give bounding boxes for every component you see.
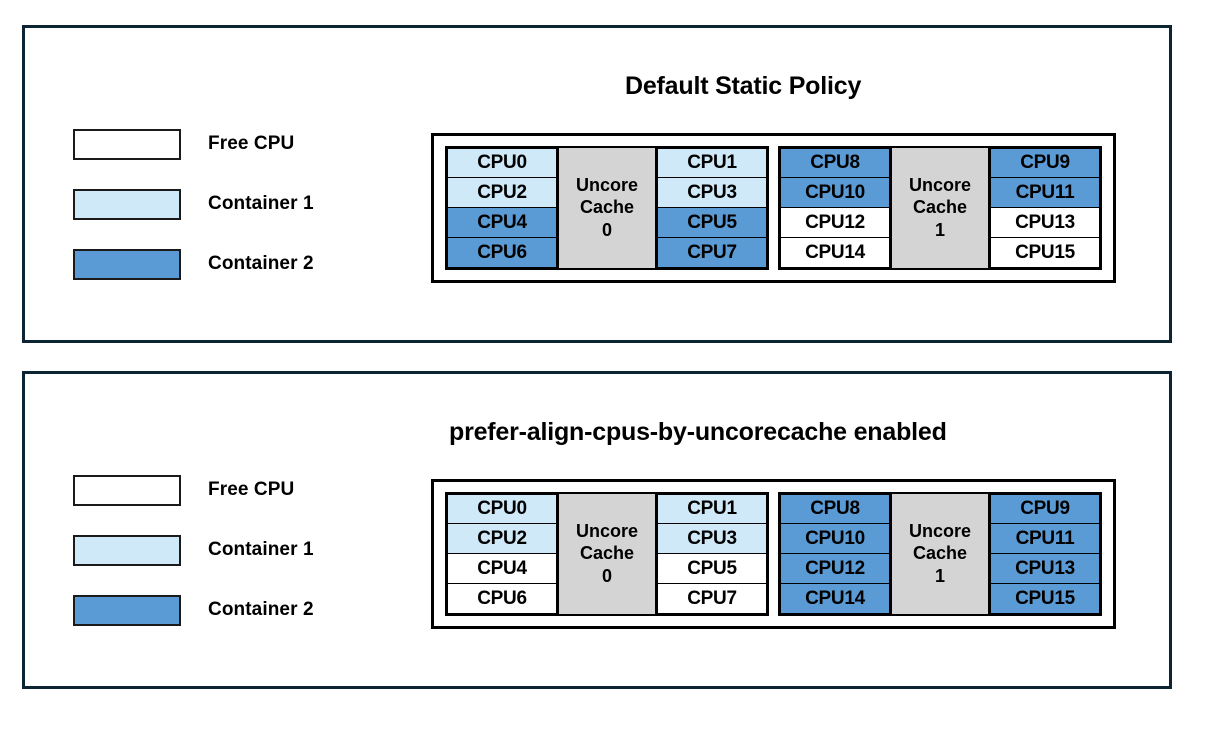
uncore-cache-label-line: Uncore: [575, 521, 638, 542]
uncore-cache-label-line: 1: [934, 565, 945, 586]
cpu-cell: CPU0: [447, 494, 557, 524]
uncore-cache-label-line: Uncore: [575, 175, 638, 196]
cpu-cell: CPU11: [990, 524, 1100, 554]
cpu-cell: CPU6: [447, 584, 557, 614]
uncore-cache-label-line: 0: [601, 219, 612, 240]
cpu-cell: CPU9: [990, 148, 1100, 178]
panel-title: prefer-align-cpus-by-uncorecache enabled: [449, 418, 947, 446]
uncore-cache-label-line: Cache: [579, 543, 635, 564]
cpu-cell: CPU13: [990, 208, 1100, 238]
legend-swatch-container-2: [73, 248, 181, 280]
cpu-cell: CPU6: [447, 238, 557, 268]
cpu-cell: CPU12: [780, 554, 890, 584]
cpu-cell: CPU13: [990, 554, 1100, 584]
cpu-cell: CPU2: [447, 178, 557, 208]
cpu-cell: CPU14: [780, 238, 890, 268]
cpu-cell: CPU5: [657, 554, 767, 584]
uncore-cache-label-line: 1: [934, 219, 945, 240]
cpu-cell: CPU9: [990, 494, 1100, 524]
cpu-cell: CPU10: [780, 178, 890, 208]
legend-swatch-container-1: [73, 188, 181, 220]
uncore-cache-label-line: Uncore: [908, 175, 971, 196]
panel-title: Default Static Policy: [625, 72, 862, 100]
policy-panel-1: prefer-align-cpus-by-uncorecache enabled…: [22, 371, 1172, 689]
cpu-cell: CPU3: [657, 178, 767, 208]
legend-swatch-container-1: [73, 534, 181, 566]
cpu-cell: CPU4: [447, 208, 557, 238]
cpu-cell: CPU4: [447, 554, 557, 584]
cpu-cell: CPU5: [657, 208, 767, 238]
uncore-cache-label-line: Cache: [912, 543, 968, 564]
cpu-cell: CPU0: [447, 148, 557, 178]
legend-swatch-free-cpu: [73, 128, 181, 160]
legend-item: Container 2: [73, 594, 314, 626]
cpu-cell: CPU1: [657, 148, 767, 178]
cpu-cell: CPU7: [657, 238, 767, 268]
legend-label: Container 1: [208, 539, 314, 560]
legend-item: Container 2: [73, 248, 314, 280]
legend-item: Free CPU: [73, 128, 314, 160]
cpu-cell: CPU1: [657, 494, 767, 524]
legend-label: Container 1: [208, 193, 314, 214]
uncore-cache-label-line: Uncore: [908, 521, 971, 542]
legend-label: Container 2: [208, 599, 314, 620]
cpu-cell: CPU15: [990, 238, 1100, 268]
cpu-cell: CPU10: [780, 524, 890, 554]
legend-label: Free CPU: [208, 479, 295, 500]
legend-swatch-container-2: [73, 594, 181, 626]
legend: Free CPU Container 1 Container 2: [73, 128, 314, 308]
cpu-cell: CPU8: [780, 494, 890, 524]
legend-label: Container 2: [208, 253, 314, 274]
cpu-cell: CPU11: [990, 178, 1100, 208]
cpu-cell: CPU12: [780, 208, 890, 238]
cpu-cell: CPU14: [780, 584, 890, 614]
legend-item: Free CPU: [73, 474, 314, 506]
legend-label: Free CPU: [208, 133, 295, 154]
legend: Free CPU Container 1 Container 2: [73, 474, 314, 654]
cpu-cell: CPU3: [657, 524, 767, 554]
cpu-cell: CPU8: [780, 148, 890, 178]
uncore-cache-label-line: Cache: [912, 197, 968, 218]
cpu-cell: CPU7: [657, 584, 767, 614]
cpu-cell: CPU15: [990, 584, 1100, 614]
cpu-cell: CPU2: [447, 524, 557, 554]
uncore-cache-label-line: 0: [601, 565, 612, 586]
legend-swatch-free-cpu: [73, 474, 181, 506]
legend-item: Container 1: [73, 188, 314, 220]
legend-item: Container 1: [73, 534, 314, 566]
uncore-cache-label-line: Cache: [579, 197, 635, 218]
